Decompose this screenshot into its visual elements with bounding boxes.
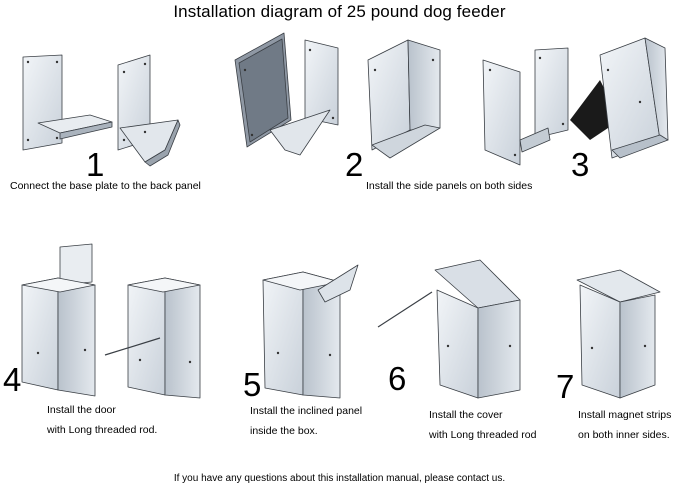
step-6-number: 6 [388,360,407,397]
step-1-caption-line: Connect the base plate to the back panel [10,180,201,192]
step-3-illustration [482,37,669,166]
step-2-number: 2 [345,146,364,183]
step-7-caption: Install magnet strips on both inner side… [578,405,671,445]
step-2-caption-line: Install the side panels on both sides [366,180,533,192]
step-6-caption-line-2: with Long threaded rod [429,429,537,441]
step-5-illustration [262,264,359,399]
step-6-illustration [377,259,521,399]
footer-note: If you have any questions about this ins… [173,473,506,484]
step-7-illustration [576,269,661,399]
step-1-number: 1 [86,146,105,183]
step-7-caption-line-1: Install magnet strips [578,409,672,421]
step-2-illustration [234,32,441,159]
step-2-caption: Install the side panels on both sides [366,176,532,196]
step-5-number: 5 [243,366,262,403]
step-4-caption: Install the door with Long threaded rod. [47,400,157,440]
step-6-caption: Install the cover with Long threaded rod [429,405,536,445]
step-6-caption-line-1: Install the cover [429,409,503,421]
step-7-number: 7 [556,368,575,405]
step-5-caption-line-2: inside the box. [250,425,318,437]
step-3-number: 3 [571,146,590,183]
step-4-number: 4 [3,361,22,398]
diagram-title: Installation diagram of 25 pound dog fee… [173,2,506,21]
step-1-illustration [22,54,181,167]
step-5-caption-line-1: Install the inclined panel [250,405,363,417]
step-7-caption-line-2: on both inner sides. [578,429,670,441]
step-4-caption-line-2: with Long threaded rod. [47,424,158,436]
step-4-caption-line-1: Install the door [47,404,116,416]
step-5-caption: Install the inclined panel inside the bo… [250,401,362,441]
step-4-illustration [21,243,201,399]
step-1-caption: Connect the base plate to the back panel [10,176,201,196]
